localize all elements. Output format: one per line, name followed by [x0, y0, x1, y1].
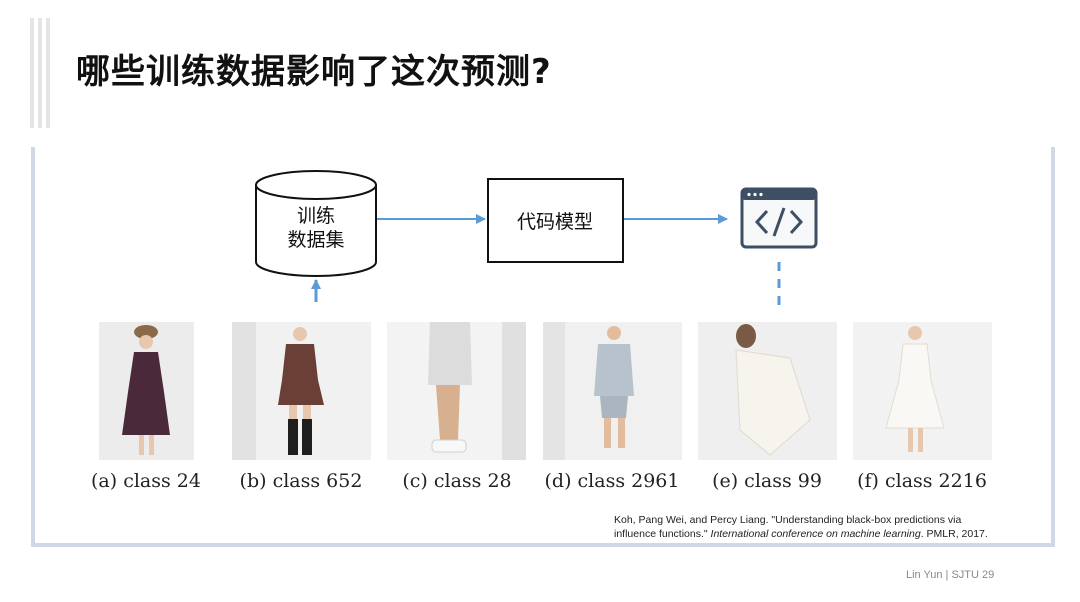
photo-b [232, 322, 371, 460]
caption-a: (a) class 24 [91, 470, 201, 492]
caption-f: (f) class 2216 [857, 470, 987, 492]
code-window-icon [740, 187, 818, 249]
model-label: 代码模型 [517, 211, 593, 233]
photo-f [853, 322, 992, 460]
slide-title: 哪些训练数据影响了这次预测? [76, 52, 552, 92]
photo-a [99, 322, 194, 460]
title-decoration [30, 18, 52, 128]
photo-d [543, 322, 682, 460]
dataset-cylinder: 训练 数据集 [255, 170, 377, 277]
caption-d: (d) class 2961 [544, 470, 680, 492]
reference-line2: influence functions." International conf… [614, 528, 988, 540]
reference-venue: International conference on machine lear… [710, 528, 921, 540]
slide-footer: Lin Yun | SJTU 29 [906, 569, 995, 581]
photo-c [387, 322, 526, 460]
reference-line1: Koh, Pang Wei, and Percy Liang. "Underst… [614, 514, 962, 526]
photo-e [698, 322, 837, 460]
reference-citation: Koh, Pang Wei, and Percy Liang. "Underst… [614, 513, 988, 541]
model-box: 代码模型 [487, 178, 624, 263]
dataset-label-line1: 训练 [297, 205, 335, 227]
caption-c: (c) class 28 [402, 470, 512, 492]
caption-e: (e) class 99 [712, 470, 822, 492]
dataset-label-line2: 数据集 [287, 229, 344, 251]
figure-panel [31, 147, 1055, 547]
caption-b: (b) class 652 [239, 470, 363, 492]
